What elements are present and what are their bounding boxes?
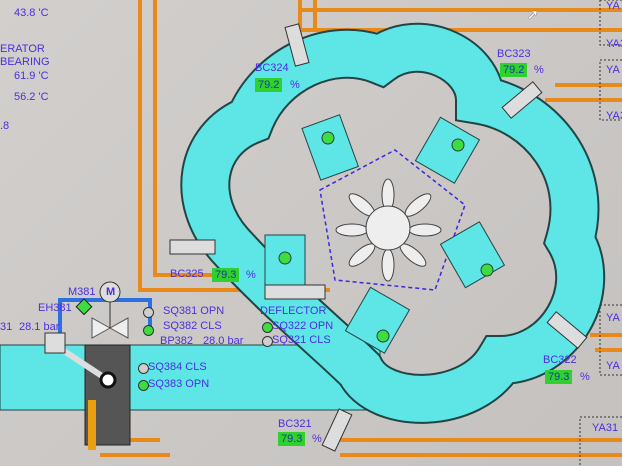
bc325-value: 79.3 [212, 268, 240, 282]
bc322-label: BC322 [543, 354, 577, 366]
bc321-label: BC321 [278, 418, 312, 430]
spiral-case [182, 24, 604, 422]
sq382-label: SQ382 CLS [163, 320, 222, 332]
ya-label: YA [606, 312, 620, 324]
bc321-unit: % [312, 433, 322, 445]
bc321-value: 79.3 [278, 432, 306, 446]
gate-pivot [99, 371, 117, 389]
nozzle [344, 286, 411, 354]
deflector-actuator[interactable] [264, 284, 326, 300]
sq322-indicator [262, 322, 273, 333]
bc324-label: BC324 [255, 62, 289, 74]
pressure-left-value: 28.1 bar [19, 321, 60, 333]
bc324-unit: % [290, 79, 300, 91]
bearing-temp-1: 61.9 'C [14, 70, 49, 82]
mouse-cursor-icon: ➚ [527, 6, 539, 22]
sq381-indicator [143, 307, 154, 318]
sq382-indicator [143, 325, 154, 336]
valve-bc321[interactable] [321, 408, 353, 452]
heater-label: EH381 [38, 302, 72, 314]
ya-label: YA3 [606, 110, 622, 122]
actuator-box [599, 59, 622, 121]
valve-bc324[interactable] [284, 23, 310, 67]
nozzle [439, 221, 506, 289]
bc323-value: 79.2 [500, 63, 528, 77]
bc323-unit: % [534, 64, 544, 76]
generator-label: ERATOR [0, 43, 45, 55]
bp382-label: BP382 [160, 335, 194, 347]
bc322-value: 79.3 [545, 370, 573, 384]
actuator-box [579, 416, 622, 466]
ya-label: YA [606, 64, 620, 76]
motor-icon[interactable] [99, 281, 121, 303]
actuator-box [599, 0, 622, 46]
deflector-label: DEFLECTOR [260, 305, 327, 317]
counterweight [44, 332, 66, 354]
bc323-label: BC323 [497, 48, 531, 60]
ya-label: YA31 [592, 422, 619, 434]
sq383-indicator [138, 380, 149, 391]
temp-top: 43.8 'C [14, 7, 49, 19]
servomotor [88, 400, 96, 450]
motor-symbol: M [106, 286, 116, 298]
turbine-runner [335, 178, 442, 282]
bc325-label: BC325 [170, 268, 204, 280]
sq381-label: SQ381 OPN [163, 305, 225, 317]
nozzle [414, 116, 481, 184]
bp382-value: 28.0 bar [203, 335, 244, 347]
valve-bc322[interactable] [546, 311, 588, 349]
sq322-label: SQ322 OPN [272, 320, 334, 332]
nozzle [301, 114, 360, 181]
bearing-label: BEARING [0, 56, 50, 68]
heater-icon[interactable] [75, 298, 93, 316]
ya-label: YA [606, 360, 620, 372]
sq383-label: SQ383 OPN [148, 378, 210, 390]
bc325-unit: % [246, 269, 256, 281]
ya-label: YA [606, 0, 620, 12]
sq384-indicator [138, 363, 149, 374]
sq321-label: SQ321 CLS [272, 334, 331, 346]
partial-value: .8 [0, 120, 10, 132]
valve-bc325[interactable] [169, 239, 216, 255]
bc324-value: 79.2 [255, 78, 283, 92]
valve-bc323[interactable] [501, 81, 543, 119]
bearing-temp-2: 56.2 'C [14, 91, 49, 103]
sq321-indicator [262, 336, 273, 347]
ya-label: YA3 [606, 38, 622, 50]
pressure-left-id: 31 [0, 321, 13, 333]
motor-label: M381 [68, 286, 96, 298]
sq384-label: SQ384 CLS [148, 361, 207, 373]
bc322-unit: % [580, 371, 590, 383]
actuator-box [599, 304, 622, 376]
